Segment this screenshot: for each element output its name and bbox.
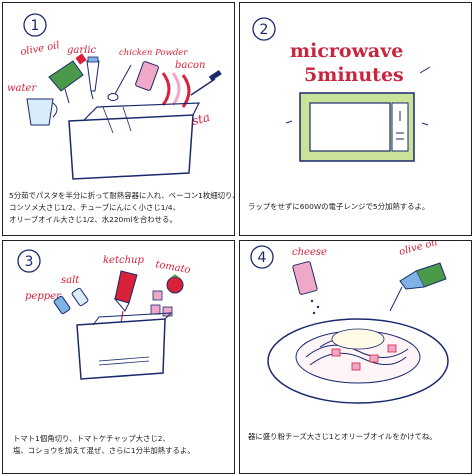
microwave-label: microwave [290, 40, 403, 62]
step-3-illustration: 3 ketchup tomato salt pepper [17, 249, 191, 380]
step-4-caption: 器に盛り粉チーズ大さじ1とオリーブオイルをかけてね。 [248, 431, 437, 443]
step-1-illustration: 1 olive oil garlic chicken Powder bacon … [7, 13, 222, 180]
step-2-caption: ラップをせずに600Wの電子レンジで5分加熱するよ。 [248, 201, 429, 213]
caption-line: 塩、コショウを加えて混ぜ、さらに1分半加熱するよ。 [13, 446, 195, 455]
step-4-illustration: 4 cheese olive oil [250, 241, 449, 404]
ketchup-bottle-icon [113, 270, 138, 324]
step-number: 2 [260, 22, 269, 38]
caption-line: コンソメ大さじ1/2、チューブにんにく小さじ1/4、 [9, 203, 181, 212]
step-3-caption: トマト1個角切り、トマトケチャップ大さじ2、 塩、コショウを加えて混ぜ、さらに1… [13, 433, 195, 457]
step-number-circle [250, 245, 274, 269]
garlic-tube-icon [86, 56, 100, 100]
water-label: water [7, 83, 37, 94]
heatproof-container-icon [76, 312, 173, 380]
caption-line: トマト1個角切り、トマトケチャップ大さじ2、 [13, 434, 170, 443]
water-jug-icon [26, 98, 58, 126]
step-2-panel: 2 microwave 5minutes ラップをせずに600Wの電子レンジで5… [239, 2, 472, 236]
heatproof-container-icon [68, 102, 200, 180]
measuring-spoon-icon [107, 64, 132, 101]
tomato-cubes-icon [150, 290, 173, 317]
step-number: 1 [31, 18, 40, 34]
olive-oil-label: olive oil [398, 241, 439, 258]
cheese-shaker-icon [292, 261, 320, 315]
salt-label: salt [61, 275, 80, 286]
garlic-label: garlic [67, 45, 97, 56]
bacon-label: bacon [175, 60, 205, 71]
step-3-panel: 3 ketchup tomato salt pepper [2, 240, 235, 474]
tomato-icon [166, 274, 184, 294]
knife-icon [190, 70, 222, 96]
step-number: 4 [258, 250, 267, 266]
step-1-panel: 1 olive oil garlic chicken Powder bacon … [2, 2, 235, 236]
olive-oil-bottle-icon [48, 53, 87, 104]
olive-oil-label: olive oil [20, 40, 61, 58]
step-4-panel: 4 cheese olive oil [239, 240, 472, 474]
tomato-label: tomato [154, 259, 191, 276]
cheese-label: cheese [292, 247, 327, 258]
olive-oil-bottle-icon [389, 262, 447, 312]
step-2-illustration: 2 microwave 5minutes [252, 17, 431, 162]
step-number: 3 [25, 254, 34, 270]
step-number-circle [252, 17, 276, 41]
chicken-powder-label: chicken Powder [119, 48, 188, 58]
caption-line: オリーブオイル大さじ1/2、水220mlを合わせる。 [9, 215, 177, 224]
pasta-plate-icon [267, 318, 449, 404]
ketchup-label: ketchup [103, 255, 144, 266]
pepper-shaker-icon [53, 295, 71, 315]
caption-line: 5分茹でパスタを半分に折って耐熱容器に入れ、ベーコン1枚細切り、 [9, 191, 235, 200]
step-1-caption: 5分茹でパスタを半分に折って耐熱容器に入れ、ベーコン1枚細切り、 コンソメ大さじ… [9, 190, 235, 226]
pepper-label: pepper [25, 291, 62, 302]
motion-lines-icon [285, 66, 431, 126]
caption-line: 器に盛り粉チーズ大さじ1とオリーブオイルをかけてね。 [248, 432, 437, 441]
salt-shaker-icon [71, 287, 89, 307]
chicken-powder-jar-icon [135, 61, 159, 91]
five-minutes-label: 5minutes [304, 64, 404, 86]
step-number-circle [23, 13, 47, 37]
microwave-icon [299, 92, 415, 162]
bacon-icon [161, 72, 191, 108]
step-number-circle [17, 249, 41, 273]
caption-line: ラップをせずに600Wの電子レンジで5分加熱するよ。 [248, 202, 430, 211]
